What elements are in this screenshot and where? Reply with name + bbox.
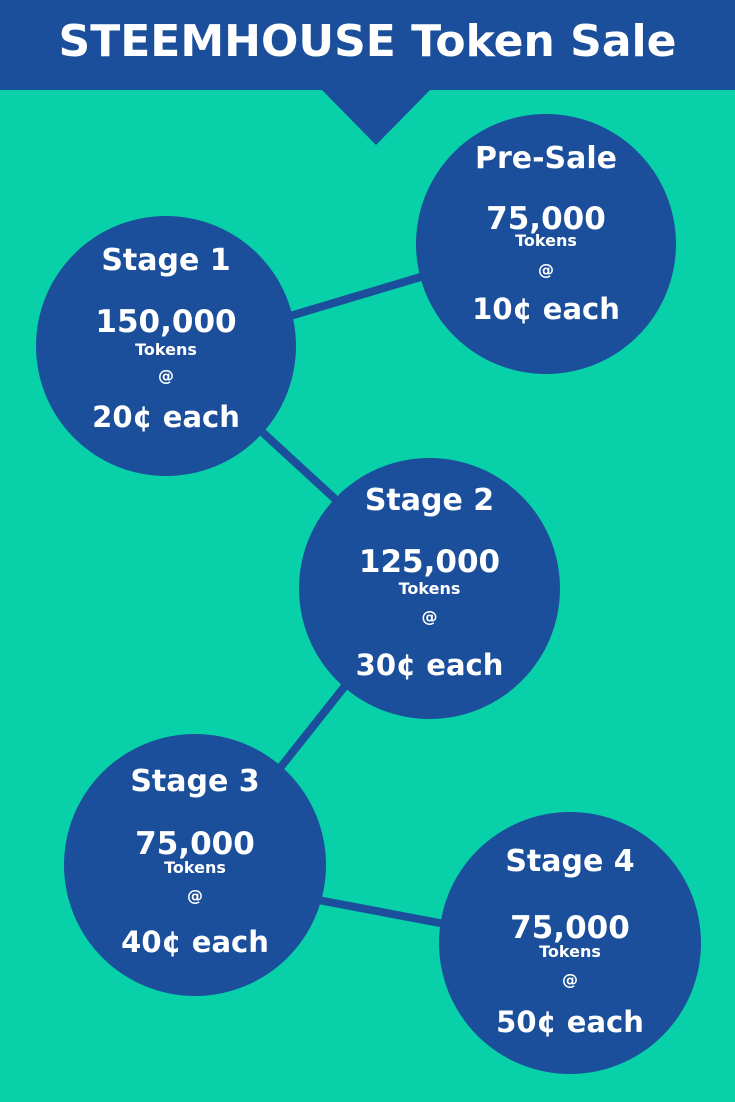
page-title: STEEMHOUSE Token Sale (58, 16, 677, 67)
connector-stage3-stage4 (314, 896, 449, 928)
stage-name: Pre-Sale (474, 141, 618, 176)
at-symbol: @ (538, 260, 554, 279)
stage-3: Stage 3 75,000 Tokens @ 40¢ each (64, 734, 326, 996)
token-amount: 75,000 (510, 910, 630, 946)
token-price: 10¢ each (472, 292, 620, 326)
banner-pointer (321, 89, 431, 145)
token-price: 30¢ each (355, 648, 504, 682)
stage-1: Stage 1 150,000 Tokens @ 20¢ each (36, 216, 296, 476)
connector-stage2-stage3 (276, 682, 349, 772)
at-symbol: @ (158, 366, 174, 385)
connector-presale-stage1 (286, 272, 428, 320)
stage-name: Stage 2 (364, 483, 495, 518)
token-price: 20¢ each (92, 400, 240, 434)
stage-name: Stage 3 (130, 764, 260, 799)
token-unit: Tokens (398, 579, 461, 598)
token-amount: 125,000 (358, 544, 501, 580)
token-unit: Tokens (539, 942, 601, 961)
token-unit: Tokens (164, 858, 226, 877)
token-unit: Tokens (515, 231, 577, 250)
stage-name: Stage 4 (505, 844, 635, 879)
stage-name: Stage 1 (101, 243, 231, 278)
at-symbol: @ (421, 607, 438, 626)
title-banner (0, 0, 735, 90)
at-symbol: @ (187, 886, 203, 905)
token-price: 50¢ each (496, 1005, 644, 1039)
stage-2: Stage 2 125,000 Tokens @ 30¢ each (299, 458, 560, 719)
at-symbol: @ (562, 970, 578, 989)
stage-4: Stage 4 75,000 Tokens @ 50¢ each (439, 812, 701, 1074)
token-amount: 150,000 (95, 304, 237, 340)
token-price: 40¢ each (121, 925, 269, 959)
stage-presale: Pre-Sale 75,000 Tokens @ 10¢ each (416, 114, 676, 374)
token-unit: Tokens (135, 340, 197, 359)
token-amount: 75,000 (135, 826, 255, 862)
connector-stage1-stage2 (256, 426, 338, 502)
token-amount: 75,000 (486, 201, 606, 237)
